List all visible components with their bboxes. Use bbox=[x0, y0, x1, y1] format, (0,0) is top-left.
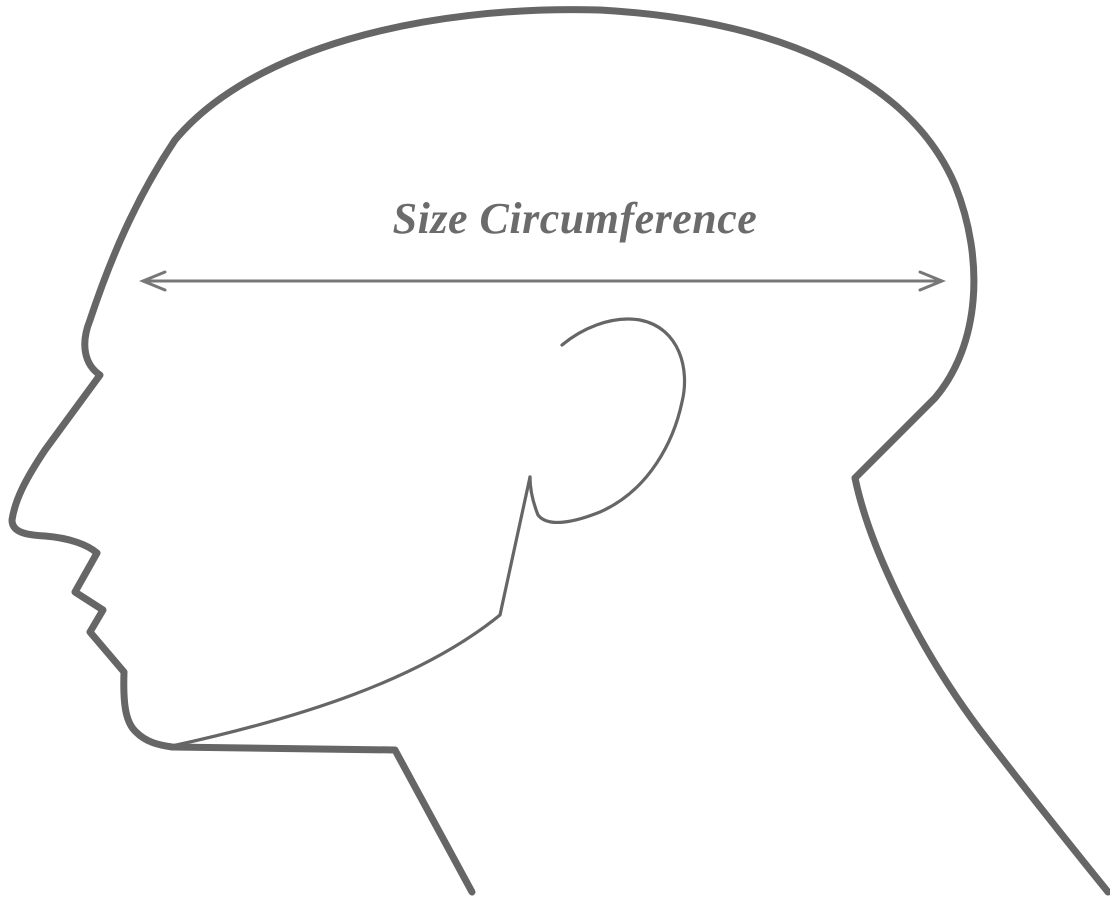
jaw-outline bbox=[172, 477, 530, 746]
circumference-measure-arrow bbox=[143, 272, 942, 290]
ear-outline bbox=[530, 319, 685, 522]
head-outline bbox=[12, 10, 974, 892]
size-circumference-label: Size Circumference bbox=[393, 194, 758, 243]
neck-back-outline bbox=[855, 478, 1108, 892]
